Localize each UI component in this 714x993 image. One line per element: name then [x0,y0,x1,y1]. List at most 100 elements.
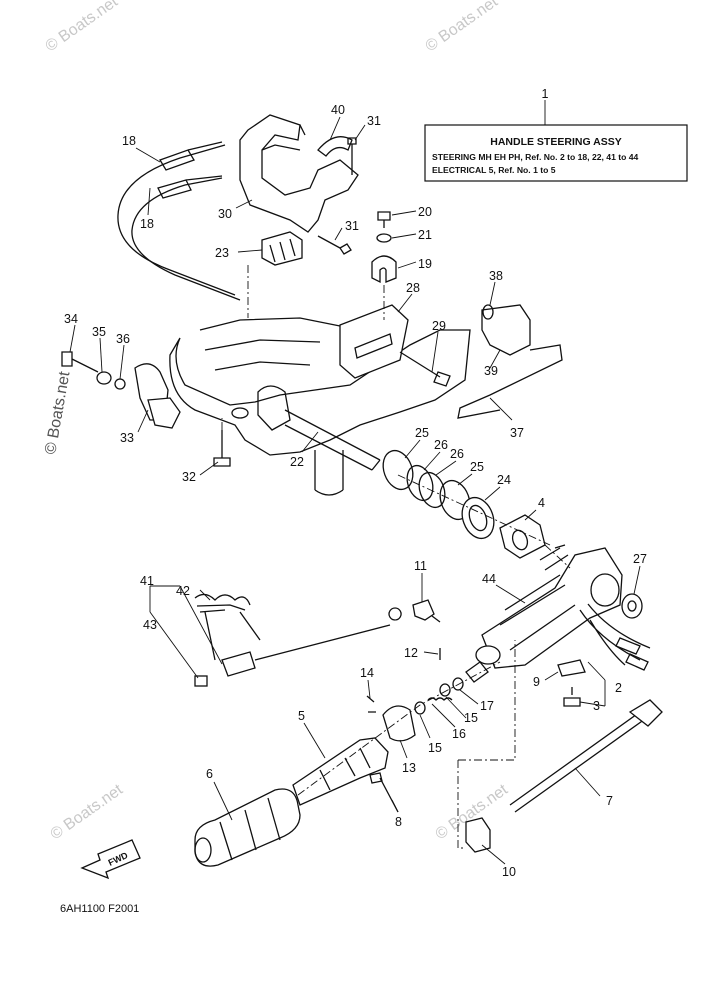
part-41-stop-switch [221,651,256,677]
part-29-bolt [399,351,451,387]
part-7-cable [509,711,646,813]
part-44-steering-handle [481,547,623,669]
callout-26-a: 26 [434,438,448,452]
callout-39: 39 [484,364,498,378]
part-14-screw [366,695,376,713]
callout-37: 37 [510,426,524,440]
callout-20: 20 [418,205,432,219]
part-25-ring-b [439,479,471,521]
callout-9: 9 [533,675,540,689]
part-9-plate [557,659,586,677]
part-15-washer-a [414,701,426,715]
part-drawings [61,114,663,867]
callout-25-a: 25 [415,426,429,440]
callout-7: 7 [606,794,613,808]
part-8-screw [369,772,399,813]
part-43-cap [194,675,208,687]
callout-31-a: 31 [367,114,381,128]
callout-8: 8 [395,815,402,829]
part-4-bushing [499,514,546,559]
part-34-bolt [61,351,99,373]
swivel-bracket-body [169,329,471,456]
callout-42: 42 [176,584,190,598]
part-3-screw [563,687,581,707]
callout-17: 17 [480,699,494,713]
callouts: 1 2 3 4 5 6 7 8 9 10 11 12 13 14 15 15 1… [64,87,647,879]
callout-40: 40 [331,103,345,117]
info-box-line-2: ELECTRICAL 5, Ref. No. 1 to 5 [432,165,556,175]
callout-14: 14 [360,666,374,680]
part-19-clamp [371,255,397,284]
callout-32: 32 [182,470,196,484]
part-35-collar [96,371,112,385]
callout-19: 19 [418,257,432,271]
part-40-clip [317,136,353,157]
diagram-code: 6AH1100 F2001 [60,903,139,915]
part-42-lanyard-coil [194,593,251,606]
watermark-top-right: © Boats.net [423,0,502,55]
info-box: HANDLE STEERING ASSY STEERING MH EH PH, … [424,100,688,182]
part-26-ring-b [418,471,446,509]
callout-36: 36 [116,332,130,346]
callout-31-b: 31 [345,219,359,233]
callout-34: 34 [64,312,78,326]
callout-22: 22 [290,455,304,469]
callout-18-b: 18 [140,217,154,231]
part-32-screw [213,430,231,467]
callout-6: 6 [206,767,213,781]
part-20-bolt [377,211,391,228]
part-30-bracket [239,114,359,233]
callout-2: 2 [615,681,622,695]
part-22-shaft [284,409,381,471]
callout-28: 28 [406,281,420,295]
part-6-grip [194,788,301,867]
callout-24: 24 [497,473,511,487]
part-39-switch [481,304,531,356]
leader-lines [69,116,641,865]
callout-10: 10 [502,865,516,879]
part-26-ring-a [406,464,434,502]
callout-44: 44 [482,572,496,586]
callout-13: 13 [402,761,416,775]
part-11-knob [412,599,435,621]
part-21-washer [376,233,392,243]
callout-15-a: 15 [428,741,442,755]
callout-12: 12 [404,646,418,660]
watermark-top-left: © Boats.net [43,0,122,55]
callout-23: 23 [215,246,229,260]
part-28-plate [339,304,409,379]
part-15-washer-b [439,683,451,697]
part-25-ring-a [382,449,414,491]
callout-18-a: 18 [122,134,136,148]
callout-38: 38 [489,269,503,283]
part-16-spring [427,697,453,701]
info-box-frame [424,124,688,182]
fwd-arrow-shape [80,839,141,880]
part-5-throttle-shaft [292,737,389,806]
callout-21: 21 [418,228,432,242]
callout-35: 35 [92,325,106,339]
part-36-washer [114,378,126,390]
callout-26-b: 26 [450,447,464,461]
part-10-holder [465,817,491,853]
callout-43: 43 [143,618,157,632]
info-box-line-1: STEERING MH EH PH, Ref. No. 2 to 18, 22,… [432,152,639,162]
part-17-nut [452,677,464,691]
callout-1: 1 [542,87,549,101]
callout-41: 41 [140,574,154,588]
callout-5: 5 [298,709,305,723]
part-2-cables [579,603,651,666]
callout-16: 16 [452,727,466,741]
callout-3: 3 [593,699,600,713]
callout-27: 27 [633,552,647,566]
callout-33: 33 [120,431,134,445]
callout-15-b: 15 [464,711,478,725]
part-38-pin [482,304,494,320]
callout-29: 29 [432,319,446,333]
callout-25-b: 25 [470,460,484,474]
part-27-washer [621,593,643,619]
info-box-title: HANDLE STEERING ASSY [490,136,621,148]
callout-30: 30 [218,207,232,221]
